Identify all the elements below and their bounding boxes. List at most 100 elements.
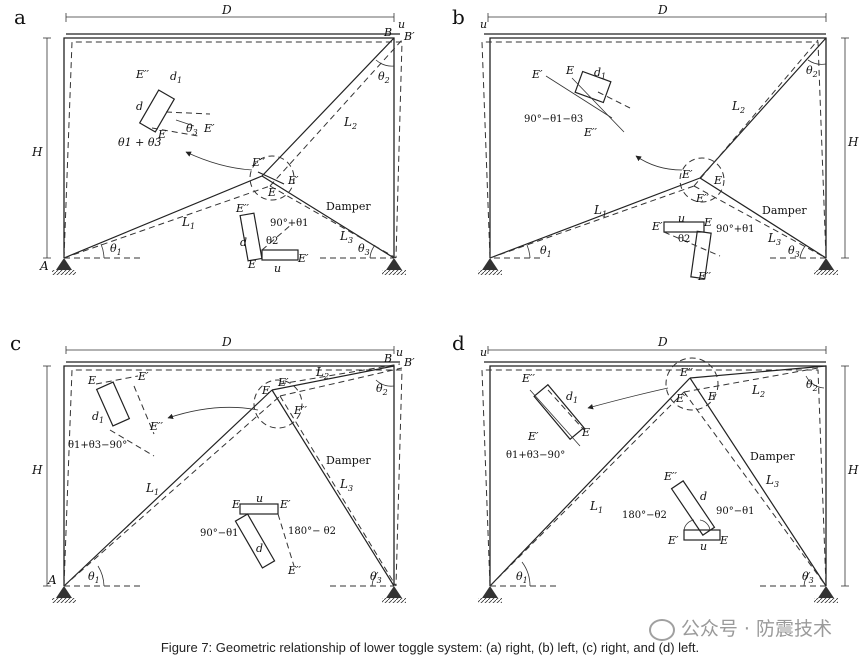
node-A-label: A (47, 573, 57, 587)
node-Bp-label: B′ (403, 356, 415, 369)
brace-L3 (699, 177, 827, 259)
node-A-label: A (39, 259, 49, 273)
brace-L1-label: L1 (181, 215, 195, 231)
node-B-label: B (383, 352, 392, 365)
brace-L3-label: L3 (339, 229, 353, 245)
inset-E-label: E (703, 216, 712, 229)
detail-arrow (185, 151, 253, 171)
dimension-D-label: D (657, 335, 668, 349)
inset-E-label: E (565, 64, 574, 77)
joint-circle (253, 379, 303, 429)
inset-d1-label: d1 (566, 390, 578, 405)
damper-label: Damper (762, 204, 807, 217)
dimension-H-label: H (847, 135, 859, 149)
panel-b: b D u H E′ E′′ E L1 L2 L3 Damper θ1 θ2 θ… (452, 3, 859, 283)
node-E-label: E (707, 390, 716, 403)
theta2-label: θ2 (806, 378, 818, 393)
brace-L1-label: L1 (589, 499, 603, 515)
frame-original (489, 37, 827, 258)
detail-arrow (587, 387, 669, 410)
inset-angle-label: θ1+θ3−90° (506, 450, 565, 461)
brace-L1-label: L1 (593, 203, 607, 219)
brace-L2-label: L2 (343, 115, 357, 131)
frame-original (489, 365, 827, 586)
panel-a: a D u H A B B′ E′′ E E′ (14, 3, 415, 275)
theta2-label: θ2 (376, 382, 388, 397)
node-Epp-label: E′′ (251, 156, 266, 169)
brace-L3 (271, 389, 395, 587)
inset-Epp-label: E′′ (149, 420, 164, 433)
dimension-D-label: D (221, 3, 232, 17)
inset-d1-label: d1 (594, 66, 606, 81)
theta2-label: θ2 (806, 64, 818, 79)
brace-L2-label: L2 (751, 383, 765, 399)
brace-L1-label: L1 (145, 481, 159, 497)
brace-L3 (689, 377, 827, 587)
inset-d-label: d (136, 100, 143, 113)
panel-letter: a (14, 5, 26, 29)
dimension-H-label: H (31, 145, 43, 159)
brace-L1 (63, 175, 263, 259)
node-Ep-label: E′ (675, 392, 687, 405)
inset-E-label: E (231, 498, 240, 511)
node-Ep-label: E′ (277, 376, 289, 389)
panel-letter: d (452, 331, 465, 355)
frame-deformed (481, 41, 827, 259)
inset-detail-1: E′ E d1 90°−θ1−θ3 E′′ (524, 64, 631, 139)
dimension-D-label: D (221, 335, 232, 349)
inset-d1-label: d1 (92, 410, 104, 425)
frame-deformed (63, 41, 403, 259)
inset-Epp-label: E′′ (235, 202, 250, 215)
inset-Ep-label: E′ (203, 122, 215, 135)
inset-sum-label: θ1 + θ3 (118, 136, 161, 149)
brace-L2-label: L2 (731, 99, 745, 115)
inset-theta2-label: θ2 (266, 236, 278, 247)
inset-detail-2: E u E′ d 90°−θ1 180°− θ2 E′′ (200, 492, 336, 577)
inset-Ep-label: E′ (137, 370, 149, 383)
inset-E-label: E (581, 426, 590, 439)
inset-angle1-label: 180°−θ2 (622, 510, 667, 521)
node-E-label: E (713, 174, 722, 187)
panel-letter: c (10, 331, 21, 355)
frame-deformed (481, 369, 827, 587)
inset-Ep-label: E′ (651, 220, 663, 233)
inset-detail-1: E′′ d1 d E E′ θ3 θ1 + θ3 (118, 68, 215, 149)
theta1-label: θ1 (88, 570, 100, 585)
drift-u-label: u (480, 18, 487, 31)
brace-L3-label: L3 (765, 473, 779, 489)
joint-circle (679, 157, 725, 203)
theta3-label: θ3 (358, 242, 370, 257)
node-Bp-label: B′ (403, 30, 415, 43)
inset-detail-1: E E′ d1 E′′ θ1+θ3−90° (68, 370, 164, 457)
node-Epp-label: E′′ (679, 366, 694, 379)
wechat-icon (648, 618, 675, 641)
inset-E-label: E (247, 258, 256, 271)
brace-L2 (689, 365, 827, 379)
theta1-label: θ1 (110, 242, 122, 257)
theta1-label: θ1 (516, 570, 528, 585)
inset-u-label: u (274, 262, 281, 275)
inset-u-label: u (256, 492, 263, 505)
inset-E-label: E (87, 374, 96, 387)
node-B-label: B (383, 26, 392, 39)
brace-L1 (489, 377, 691, 587)
frame-original (63, 37, 395, 258)
inset-Epp-label: E′′ (583, 126, 598, 139)
theta3-label: θ3 (788, 244, 800, 259)
inset-Ep-label: E′ (279, 498, 291, 511)
joint-circle (665, 357, 719, 411)
node-E-label: E (261, 384, 270, 397)
inset-detail-1: E′′ d1 E′ E θ1+θ3−90° (506, 372, 590, 461)
inset-Ep-label: E′ (531, 68, 543, 81)
brace-L2 (271, 365, 395, 391)
theta3-label: θ3 (370, 570, 382, 585)
inset-d-label: d (256, 542, 263, 555)
node-Epp-label: E′′ (695, 192, 710, 205)
watermark: 公众号 · 防震技术 (648, 614, 832, 641)
inset-angle-label: θ1+θ3−90° (68, 440, 127, 451)
panel-letter: b (452, 5, 465, 29)
inset-d-label: d (700, 490, 707, 503)
frame-original (63, 365, 395, 586)
inset-theta3-label: θ3 (186, 122, 198, 137)
